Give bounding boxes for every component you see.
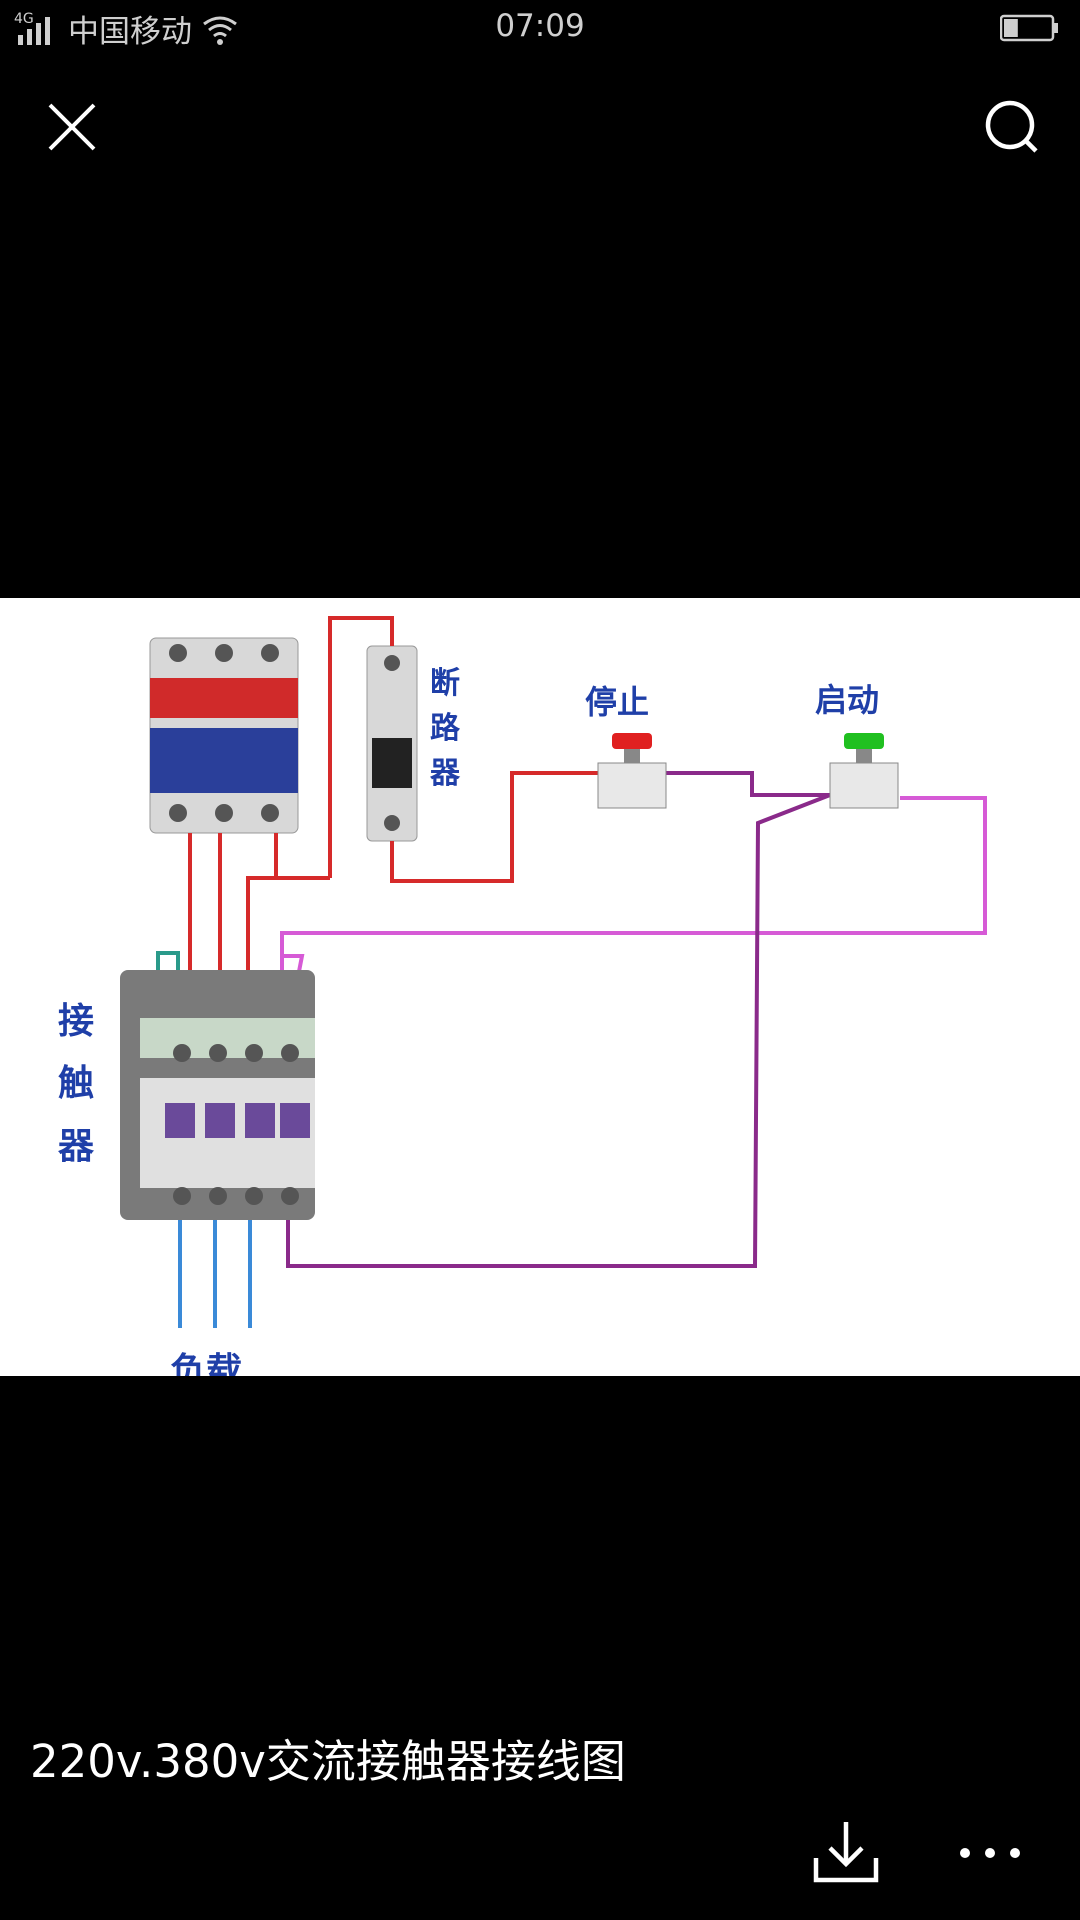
contactor-label-1: 接 bbox=[58, 1001, 94, 1042]
image-caption: 220v.380v交流接触器接线图 bbox=[30, 1735, 626, 1788]
close-button[interactable] bbox=[40, 95, 104, 159]
download-button[interactable] bbox=[812, 1818, 880, 1886]
battery-icon bbox=[1000, 14, 1058, 42]
status-bar: 4G 中国移动 07:09 bbox=[0, 0, 1080, 60]
single-pole-breaker bbox=[366, 645, 418, 842]
photo-viewer-image[interactable]: 断 路 器 停止 启动 接 触 器 负载 bbox=[0, 598, 1080, 1376]
carrier-name: 中国移动 bbox=[68, 14, 192, 50]
download-icon bbox=[813, 1822, 879, 1883]
purple-wires bbox=[286, 771, 831, 1268]
breaker-label-3: 器 bbox=[429, 756, 461, 791]
breaker-label-1: 断 bbox=[430, 666, 460, 701]
load-wires bbox=[178, 1213, 252, 1328]
status-time: 07:09 bbox=[495, 8, 585, 44]
breaker-label-2: 路 bbox=[430, 711, 461, 746]
wiring-diagram: 断 路 器 停止 启动 接 触 器 负载 bbox=[58, 616, 987, 1376]
start-pushbutton bbox=[829, 733, 899, 809]
stop-label: 停止 bbox=[585, 683, 649, 721]
search-button[interactable] bbox=[980, 95, 1044, 159]
svg-text:4G: 4G bbox=[14, 11, 34, 27]
three-pole-breaker bbox=[149, 637, 299, 834]
contactor-label-2: 触 bbox=[58, 1063, 94, 1104]
close-icon bbox=[48, 103, 96, 151]
load-label: 负载 bbox=[170, 1351, 242, 1376]
contactor bbox=[120, 970, 315, 1220]
start-label: 启动 bbox=[815, 681, 879, 719]
signal-icon: 4G bbox=[14, 11, 50, 45]
wifi-icon bbox=[203, 16, 237, 45]
more-button[interactable] bbox=[955, 1838, 1025, 1868]
stop-pushbutton bbox=[597, 733, 667, 809]
search-icon bbox=[985, 100, 1038, 153]
status-left: 4G 中国移动 bbox=[14, 6, 240, 51]
contactor-label-3: 器 bbox=[58, 1126, 95, 1167]
more-icon bbox=[960, 1848, 1020, 1858]
